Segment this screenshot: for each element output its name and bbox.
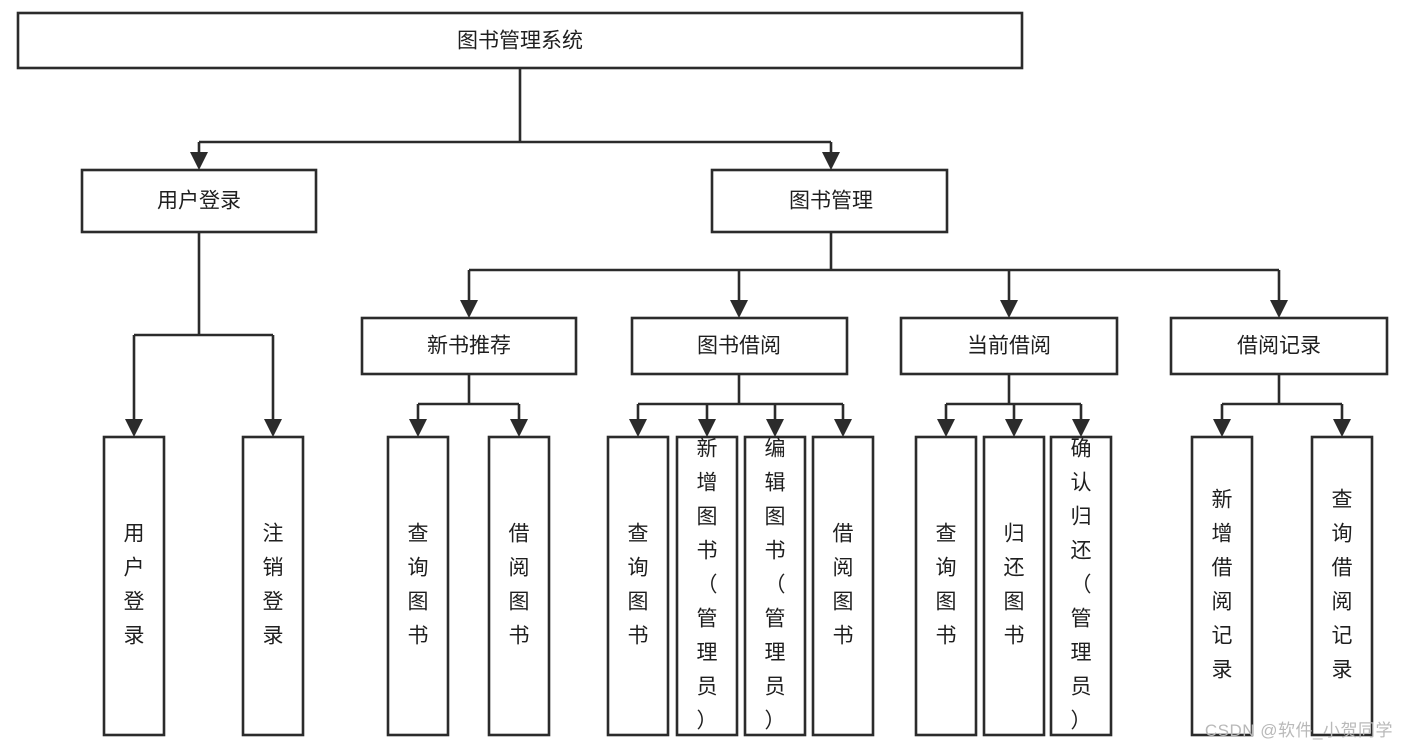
node-leaf-query-book-borrow[interactable]: 查询图书: [606, 435, 670, 737]
node-leaf-borrow-book-label: 借阅图书: [833, 523, 854, 648]
node-leaf-borrow-book-rec-box[interactable]: [487, 435, 551, 737]
node-borrow-record[interactable]: 借阅记录: [1169, 316, 1389, 376]
node-leaf-add-book-admin-label: 新增图书（管理员）: [697, 438, 718, 733]
arrow-head-leaf-borrow-book-rec: [510, 419, 528, 437]
node-user-login[interactable]: 用户登录: [80, 168, 318, 234]
node-leaf-query-book-rec-box[interactable]: [386, 435, 450, 737]
node-book-borrow-label: 图书借阅: [697, 335, 781, 358]
arrow-head-leaf-query-book-rec: [409, 419, 427, 437]
node-user-login-box[interactable]: [80, 168, 318, 234]
node-borrow-record-label: 借阅记录: [1237, 335, 1321, 358]
node-leaf-logout-login[interactable]: 注销登录: [241, 435, 305, 737]
arrow-head-leaf-query-book-current: [937, 419, 955, 437]
arrow-head-new-book-recommend: [460, 300, 478, 318]
node-root[interactable]: 图书管理系统: [16, 11, 1024, 70]
node-new-book-recommend[interactable]: 新书推荐: [360, 316, 578, 376]
node-current-borrow-label: 当前借阅: [967, 335, 1051, 358]
node-leaf-add-borrow-record-label: 新增借阅记录: [1212, 489, 1233, 682]
node-borrow-record-box[interactable]: [1169, 316, 1389, 376]
node-leaf-edit-book-admin-box[interactable]: [743, 435, 807, 737]
node-leaf-borrow-book[interactable]: 借阅图书: [811, 435, 875, 737]
node-leaf-logout-login-box[interactable]: [241, 435, 305, 737]
node-leaf-edit-book-admin-label: 编辑图书（管理员）: [765, 438, 786, 733]
node-leaf-query-book-borrow-label: 查询图书: [628, 523, 649, 648]
node-book-management-box[interactable]: [710, 168, 949, 234]
node-leaf-query-book-current-label: 查询图书: [936, 523, 957, 648]
arrow-head-leaf-add-borrow-record: [1213, 419, 1231, 437]
node-leaf-borrow-book-rec-label: 借阅图书: [509, 523, 530, 648]
arrow-head-leaf-logout-login: [264, 419, 282, 437]
node-leaf-user-login[interactable]: 用户登录: [102, 435, 166, 737]
arrow-head-leaf-user-login: [125, 419, 143, 437]
node-book-borrow[interactable]: 图书借阅: [630, 316, 849, 376]
node-current-borrow-box[interactable]: [899, 316, 1119, 376]
node-current-borrow[interactable]: 当前借阅: [899, 316, 1119, 376]
node-leaf-query-borrow-record-box[interactable]: [1310, 435, 1374, 737]
connector-layer: [125, 68, 1351, 437]
arrow-head-borrow-record: [1270, 300, 1288, 318]
node-book-borrow-box[interactable]: [630, 316, 849, 376]
node-new-book-recommend-label: 新书推荐: [427, 335, 511, 358]
node-leaf-confirm-return-admin-label: 确认归还（管理员）: [1071, 438, 1092, 733]
node-leaf-add-book-admin-box[interactable]: [675, 435, 739, 737]
node-root-label: 图书管理系统: [457, 30, 583, 53]
arrow-head-book-management: [822, 152, 840, 170]
node-leaf-confirm-return-admin[interactable]: 确认归还（管理员）: [1049, 435, 1113, 737]
node-leaf-query-book-current-box[interactable]: [914, 435, 978, 737]
arrow-head-leaf-edit-book-admin: [766, 419, 784, 437]
node-leaf-borrow-book-rec[interactable]: 借阅图书: [487, 435, 551, 737]
node-leaf-return-book[interactable]: 归还图书: [982, 435, 1046, 737]
arrow-head-leaf-confirm-return-admin: [1072, 419, 1090, 437]
node-leaf-query-book-rec[interactable]: 查询图书: [386, 435, 450, 737]
node-book-management[interactable]: 图书管理: [710, 168, 949, 234]
node-user-login-label: 用户登录: [157, 190, 241, 213]
arrow-head-leaf-return-book: [1005, 419, 1023, 437]
node-new-book-recommend-box[interactable]: [360, 316, 578, 376]
node-leaf-logout-login-label: 注销登录: [263, 523, 284, 648]
arrow-head-current-borrow: [1000, 300, 1018, 318]
node-leaf-query-book-rec-label: 查询图书: [408, 523, 429, 648]
arrow-head-user-login: [190, 152, 208, 170]
node-leaf-query-borrow-record[interactable]: 查询借阅记录: [1310, 435, 1374, 737]
node-leaf-edit-book-admin[interactable]: 编辑图书（管理员）: [743, 435, 807, 737]
node-leaf-user-login-box[interactable]: [102, 435, 166, 737]
node-book-management-label: 图书管理: [789, 190, 873, 213]
csdn-watermark: CSDN @软件_小贺同学: [1204, 721, 1393, 740]
node-leaf-query-borrow-record-label: 查询借阅记录: [1332, 489, 1353, 682]
node-leaf-add-borrow-record-box[interactable]: [1190, 435, 1254, 737]
node-leaf-user-login-label: 用户登录: [124, 523, 145, 648]
node-leaf-query-book-current[interactable]: 查询图书: [914, 435, 978, 737]
node-leaf-query-book-borrow-box[interactable]: [606, 435, 670, 737]
arrow-head-leaf-borrow-book: [834, 419, 852, 437]
node-root-box[interactable]: [16, 11, 1024, 70]
node-leaf-confirm-return-admin-box[interactable]: [1049, 435, 1113, 737]
node-leaf-return-book-label: 归还图书: [1004, 523, 1025, 648]
arrow-head-book-borrow: [730, 300, 748, 318]
arrow-head-leaf-query-book-borrow: [629, 419, 647, 437]
node-leaf-add-borrow-record[interactable]: 新增借阅记录: [1190, 435, 1254, 737]
arrow-head-leaf-add-book-admin: [698, 419, 716, 437]
node-leaf-add-book-admin[interactable]: 新增图书（管理员）: [675, 435, 739, 737]
node-leaf-return-book-box[interactable]: [982, 435, 1046, 737]
arrow-head-leaf-query-borrow-record: [1333, 419, 1351, 437]
node-leaf-borrow-book-box[interactable]: [811, 435, 875, 737]
